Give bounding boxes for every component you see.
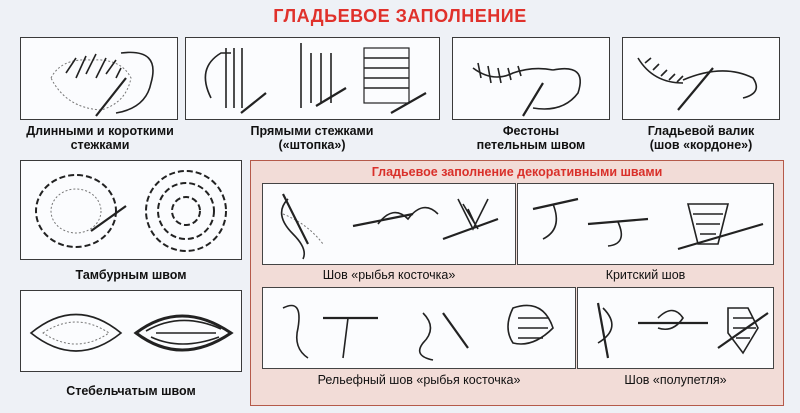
caption-half-loop: Шов «полупетля» <box>624 373 727 387</box>
panel-stem-stitch <box>20 290 242 372</box>
panel-satin-roll <box>622 37 780 120</box>
half-loop-illustration <box>596 302 769 359</box>
caption-raised-fishbone: Рельефный шов «рыбья косточка» <box>317 373 521 387</box>
page-title: ГЛАДЬЕВОЕ ЗАПОЛНЕНИЕ <box>273 6 527 26</box>
caption-satin-roll: Гладьевой валик (шов «кордоне») <box>647 124 755 152</box>
caption-chain-stitch: Тамбурным швом <box>75 268 187 282</box>
panel-scallops <box>452 37 610 120</box>
caption-scallops: Фестоны петельным швом <box>476 124 586 152</box>
long-short-stitch-illustration <box>50 51 154 117</box>
caption-fishbone: Шов «рыбья косточка» <box>322 268 456 282</box>
decorative-stitches-section: Гладьевое заполнение декоративными швами… <box>250 160 784 406</box>
caption-cretan: Критский шов <box>605 268 686 282</box>
panel-fishbone <box>262 183 516 265</box>
caption-straight-stitches: Прямыми стежками («штопка») <box>250 124 374 152</box>
satin-roll-illustration <box>637 57 758 111</box>
panel-straight-stitches <box>185 37 440 120</box>
darning-stitch-illustration <box>204 43 427 114</box>
fishbone-illustration <box>280 193 499 260</box>
decorative-section-title: Гладьевое заполнение декоративными швами <box>371 165 663 179</box>
cretan-stitch-illustration <box>532 197 764 251</box>
stem-stitch-illustration <box>29 313 234 352</box>
panel-long-short-stitches <box>20 37 178 120</box>
panel-chain-stitch <box>20 160 242 260</box>
raised-fishbone-illustration <box>282 304 554 361</box>
panel-cretan <box>517 183 774 265</box>
caption-stem-stitch: Стебельчатым швом <box>66 384 196 398</box>
panel-raised-fishbone <box>262 287 576 369</box>
caption-long-short-stitches: Длинными и короткими стежками <box>26 124 174 152</box>
chain-stitch-illustration <box>35 170 227 252</box>
scallop-stitch-illustration <box>472 62 581 117</box>
panel-half-loop <box>577 287 774 369</box>
